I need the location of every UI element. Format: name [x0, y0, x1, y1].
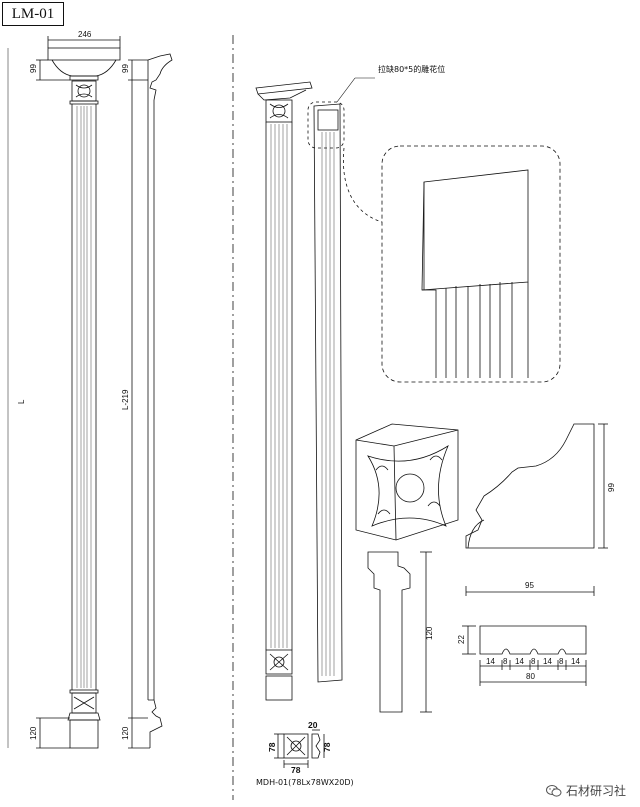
- flute-section: [462, 625, 587, 686]
- dim-rosette-thickness: 20: [308, 720, 318, 730]
- dim-base-profile-height: 120: [425, 626, 434, 640]
- dim-rosette-width-bottom: 78: [291, 765, 301, 775]
- dim-profile-height: 99: [607, 483, 616, 492]
- notched-pilaster: [307, 77, 383, 683]
- watermark: 石材研习社: [545, 782, 626, 799]
- crown-profile: [465, 423, 608, 596]
- watermark-text: 石材研习社: [565, 784, 626, 798]
- dim-overall: L: [17, 399, 26, 404]
- dim-cap-height: 99: [29, 64, 38, 73]
- dim-flute-seg-5: 14: [543, 657, 552, 666]
- dim-base-height: 120: [29, 726, 38, 740]
- wechat-icon: [545, 784, 562, 797]
- rosette-detail: [274, 729, 325, 768]
- dim-rosette-size: 78: [267, 742, 277, 752]
- notch-detail: [381, 145, 561, 383]
- dim-flute-seg-2: 8: [503, 657, 508, 666]
- dim-profile-width: 95: [525, 581, 534, 590]
- dim-flute-seg-4: 8: [531, 657, 536, 666]
- dim-flute-seg-1: 14: [486, 657, 495, 666]
- column-3d-view: [255, 81, 313, 701]
- dim-cap-height-side: 99: [121, 64, 130, 73]
- dim-flute-seg-3: 14: [515, 657, 524, 666]
- rosette-3d: [355, 423, 459, 541]
- dim-base-height-side: 120: [121, 726, 130, 740]
- dim-flute-total: 80: [526, 672, 535, 681]
- front-elevation: [7, 36, 121, 749]
- dim-flute-seg-7: 14: [571, 657, 580, 666]
- dim-flute-height: 22: [457, 635, 466, 644]
- notch-note: 拉缺80*5的雕花位: [378, 64, 445, 74]
- dim-shaft-side: L-219: [121, 389, 130, 410]
- dim-top-width: 246: [78, 30, 92, 39]
- side-elevation: [128, 53, 173, 749]
- base-profile: [367, 551, 432, 713]
- drawing-title: LM-01: [2, 2, 64, 26]
- rosette-model: MDH-01(78Lx78WX20D): [256, 778, 354, 787]
- dim-flute-seg-6: 8: [559, 657, 564, 666]
- dim-rosette-size-side: 78: [322, 742, 332, 752]
